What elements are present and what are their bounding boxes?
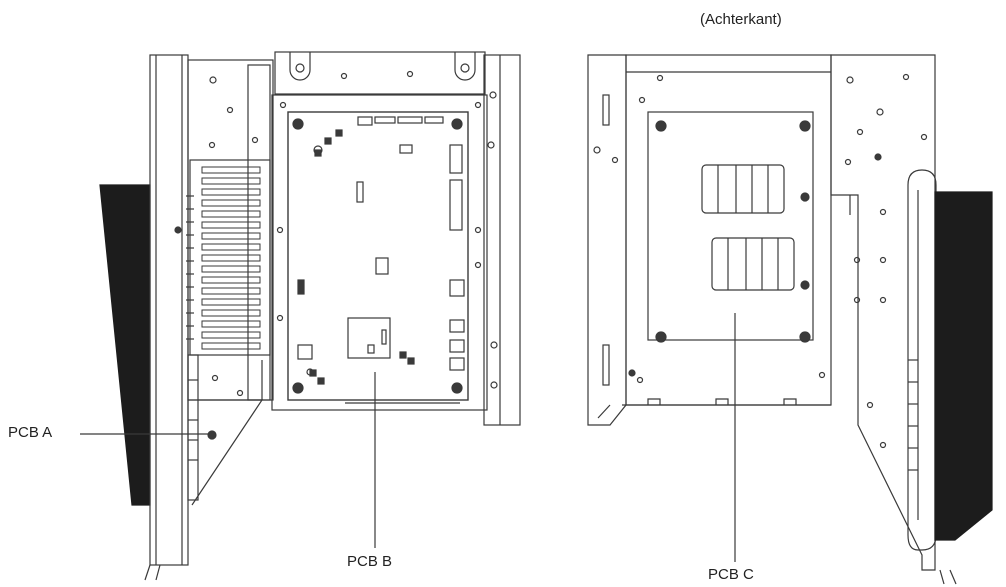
terminal-block-upper [701, 164, 785, 214]
pcb-b-board [287, 111, 469, 401]
pcb-c-board [647, 111, 814, 341]
label-back-side: (Achterkant) [700, 11, 782, 28]
label-pcb-b: PCB B [347, 553, 393, 570]
left-dark-panel [99, 184, 151, 506]
left-unit-drawing [99, 51, 521, 581]
label-pcb-c: PCB C [708, 566, 754, 583]
terminal-block-lower [711, 237, 795, 291]
right-unit-drawing [587, 54, 993, 585]
label-pcb-a: PCB A [8, 424, 53, 441]
right-dark-panel [934, 191, 993, 541]
